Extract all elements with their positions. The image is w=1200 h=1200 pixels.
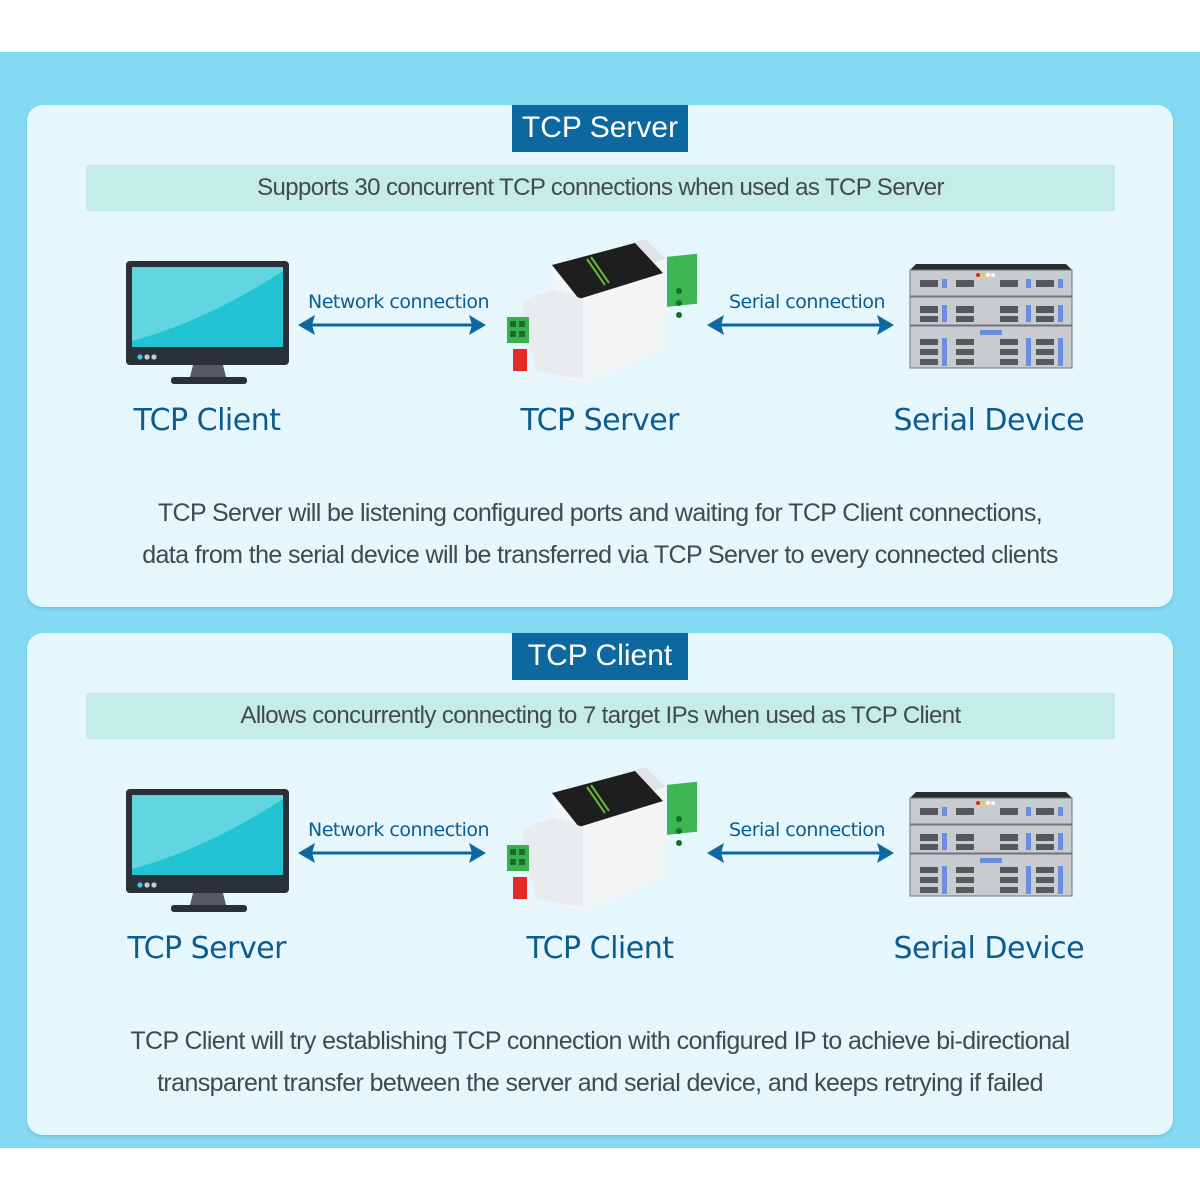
double-arrow-icon <box>298 843 486 863</box>
capability-strip: Allows concurrently connecting to 7 targ… <box>86 693 1115 739</box>
server-rack-icon <box>909 792 1073 897</box>
connection-label: Network connection <box>308 291 490 313</box>
connection-label: Serial connection <box>729 819 886 841</box>
node-label-right: Serial Device <box>893 403 1085 438</box>
tcp-client-mode-panel: TCP Client Allows concurrently connectin… <box>27 633 1173 1135</box>
section-title: TCP Server <box>512 105 688 152</box>
description-line-2: transparent transfer between the server … <box>157 1069 1043 1097</box>
description-line-1: TCP Server will be listening configured … <box>157 499 1043 527</box>
din-rail-converter-icon <box>507 239 697 384</box>
node-label-center: TCP Client <box>526 931 675 966</box>
monitor-icon <box>126 261 289 384</box>
node-label-right: Serial Device <box>893 931 1085 966</box>
section-title: TCP Client <box>512 633 688 680</box>
node-label-left: TCP Server <box>127 931 287 966</box>
double-arrow-icon <box>707 843 894 863</box>
double-arrow-icon <box>298 315 486 335</box>
server-rack-icon <box>909 264 1073 369</box>
description-line-1: TCP Client will try establishing TCP con… <box>130 1027 1070 1055</box>
connection-label: Serial connection <box>729 291 886 313</box>
description-line-2: data from the serial device will be tran… <box>142 541 1058 569</box>
node-label-center: TCP Server <box>520 403 680 438</box>
capability-strip: Supports 30 concurrent TCP connections w… <box>86 165 1115 211</box>
din-rail-converter-icon <box>507 767 697 912</box>
monitor-icon <box>126 789 289 912</box>
connection-label: Network connection <box>308 819 490 841</box>
tcp-server-mode-panel: TCP Server Supports 30 concurrent TCP co… <box>27 105 1173 607</box>
double-arrow-icon <box>707 315 894 335</box>
node-label-left: TCP Client <box>133 403 282 438</box>
